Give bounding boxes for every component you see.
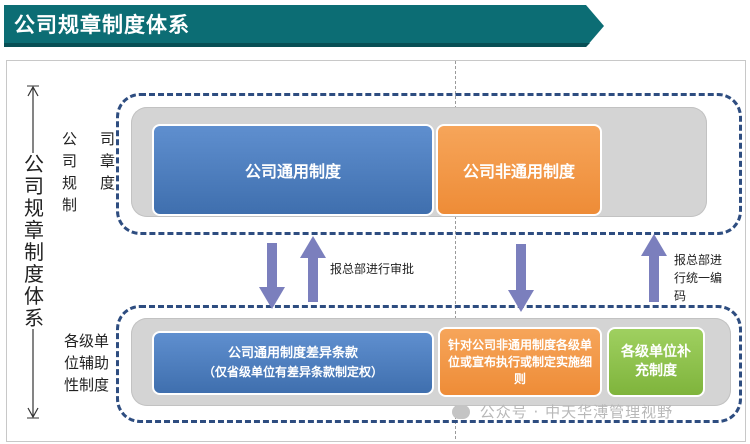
wechat-icon bbox=[452, 405, 470, 419]
arrow-up-approval bbox=[300, 236, 326, 302]
box-general-diff-line2: （仅省级单位有差异条款制定权） bbox=[202, 365, 383, 379]
note-coding: 报总部进行统一编码 bbox=[674, 253, 723, 303]
box-non-general-rules: 公司非通用制度 bbox=[436, 124, 602, 216]
top-group-label-col1: 公司规制 bbox=[62, 130, 78, 214]
center-guide-line bbox=[455, 61, 456, 439]
box-general-diff-clauses: 公司通用制度差异条款 （仅省级单位有差异条款制定权） bbox=[152, 331, 434, 395]
top-group-label-col2: 司章度 bbox=[100, 130, 116, 192]
bottom-group-label: 各级单位辅助性制度 bbox=[64, 332, 110, 394]
watermark-text: 公众号 · 中天华溥管理视野 bbox=[479, 403, 674, 421]
page-title: 公司规章制度体系 bbox=[14, 13, 190, 37]
arrow-down-right bbox=[508, 244, 534, 312]
arrow-down-left bbox=[259, 243, 285, 309]
watermark: 公众号 · 中天华溥管理视野 bbox=[452, 401, 673, 422]
note-approval: 报总部进行审批 bbox=[330, 262, 415, 276]
arrow-up-coding bbox=[641, 234, 667, 302]
box-supplementary-rules: 各级单位补充制度 bbox=[607, 327, 705, 397]
top-group-border bbox=[116, 93, 742, 235]
box-general-diff-line1: 公司通用制度差异条款 bbox=[227, 346, 358, 361]
left-axis-title: 公司规章制度体系 bbox=[22, 152, 46, 330]
title-banner bbox=[4, 5, 604, 47]
box-non-general-implementation: 针对公司非通用制度各级单位或宣布执行或制定实施细则 bbox=[438, 327, 602, 397]
box-general-rules: 公司通用制度 bbox=[152, 124, 434, 216]
bottom-group-border bbox=[116, 305, 742, 423]
